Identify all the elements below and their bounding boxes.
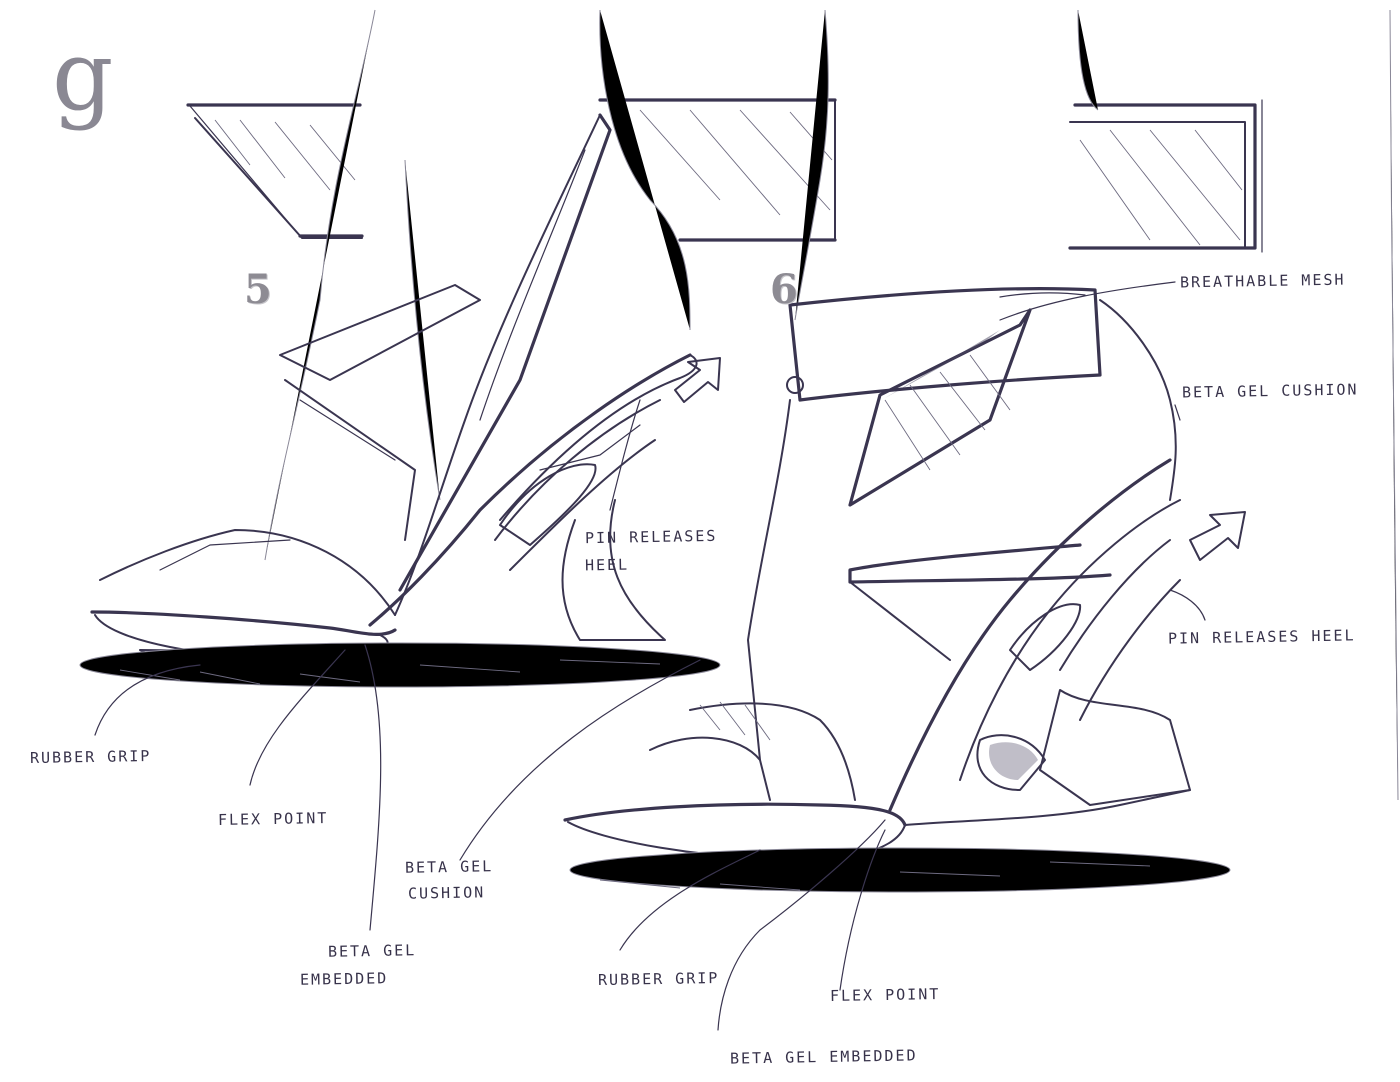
label-beta-gel-cushion-left-2: CUSHION — [407, 883, 486, 903]
label-rubber-grip-right: RUBBER GRIP — [597, 968, 720, 990]
label-flex-point-right: FLEX POINT — [829, 985, 941, 1005]
label-beta-gel-embedded-right: BETA GEL EMBEDDED — [729, 1046, 918, 1068]
sketch-number-5: 5 — [244, 266, 272, 313]
label-pin-releases-left-1: PIN RELEASES — [584, 526, 718, 548]
label-rubber-grip-left: RUBBER GRIP — [29, 746, 152, 768]
leg-outlines — [264, 9, 1399, 801]
label-beta-gel-cushion-left-1: BETA GEL — [404, 857, 494, 877]
annotation-leader-lines — [94, 281, 1206, 1031]
shoe-5-sketch — [79, 113, 721, 688]
label-beta-gel-embedded-left-2: EMBEDDED — [299, 969, 389, 989]
label-pin-releases-left-2: HEEL — [584, 555, 630, 575]
label-beta-gel-cushion-right: BETA GEL CUSHION — [1181, 380, 1359, 402]
heel-shape-thumbnail-1 — [186, 103, 364, 239]
shoe-6-sketch — [563, 287, 1246, 893]
label-pin-releases-heel-right: PIN RELEASES HEEL — [1167, 626, 1356, 648]
label-breathable-mesh: BREATHABLE MESH — [1179, 270, 1346, 292]
label-beta-gel-embedded-left-1: BETA GEL — [327, 941, 417, 961]
heel-shape-thumbnail-2 — [598, 98, 837, 242]
sketch-number-6: 6 — [770, 266, 798, 313]
label-flex-point-left: FLEX POINT — [217, 809, 329, 829]
heel-shape-thumbnail-3 — [1068, 99, 1263, 253]
designer-logo: g — [52, 20, 114, 132]
